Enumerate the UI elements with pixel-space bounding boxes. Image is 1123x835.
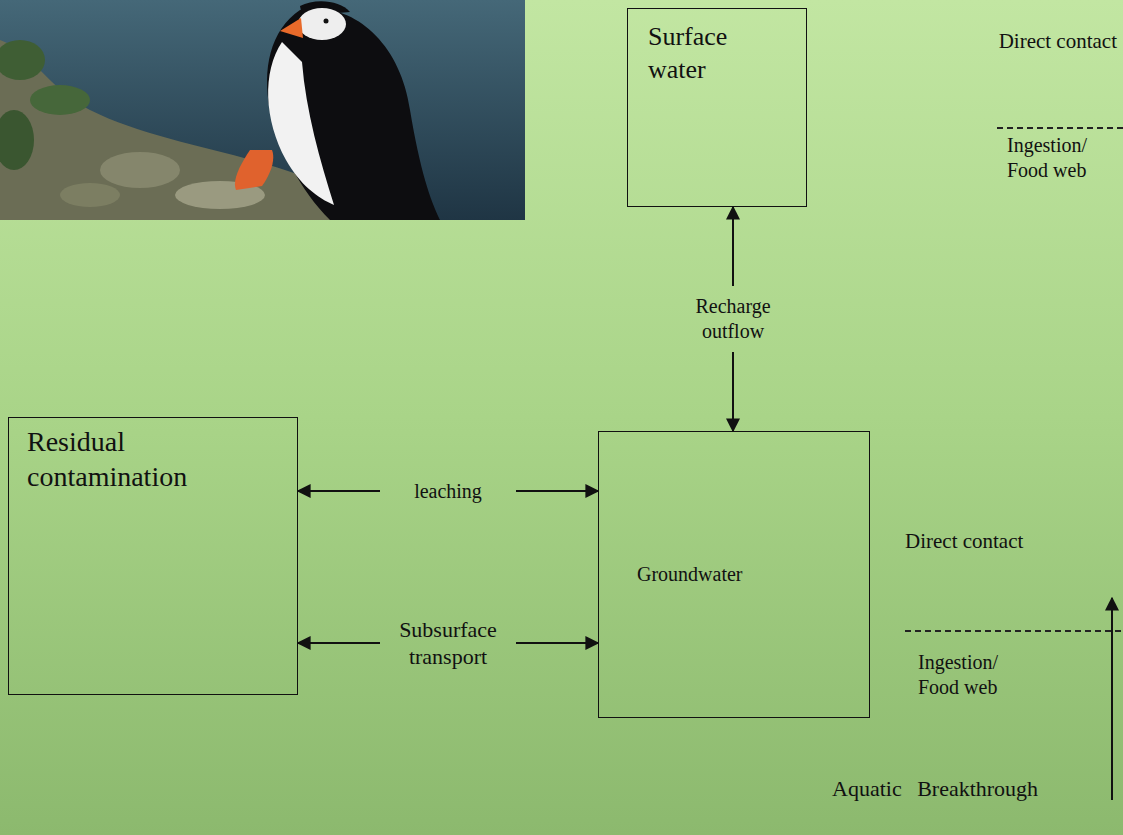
puffin-belly xyxy=(268,42,334,205)
puffin-photo xyxy=(0,0,525,220)
puffin-body xyxy=(267,8,440,220)
breakthrough-arrow xyxy=(1111,598,1113,800)
edge-label: Subsurface transport xyxy=(388,616,508,671)
puffin-foot xyxy=(235,150,273,190)
moss xyxy=(0,40,45,80)
annotation-label: Aquatic Breakthrough xyxy=(832,775,1038,803)
lichen xyxy=(60,183,120,207)
box-label: Groundwater xyxy=(637,562,743,587)
water-box: Surface water xyxy=(627,8,807,207)
moss xyxy=(30,85,90,115)
puffin-eye xyxy=(324,19,329,24)
source-box: Residual contamination xyxy=(8,417,298,695)
annotation-label: Direct contact xyxy=(905,528,1023,554)
puffin-bill xyxy=(280,18,303,38)
box-label: Residual contamination xyxy=(27,424,257,494)
puffin-face xyxy=(298,8,346,40)
flow-arrow xyxy=(732,207,734,431)
dashed-divider xyxy=(997,127,1123,129)
edge-label: leaching xyxy=(388,479,508,504)
annotation-label: Ingestion/ Food web xyxy=(1007,133,1117,183)
photo-background xyxy=(0,0,525,220)
box-label: Surface water xyxy=(648,21,758,86)
moss xyxy=(0,110,34,170)
flow-arrow xyxy=(298,642,598,644)
annotation-label: Direct contact xyxy=(999,28,1117,54)
water-box: Groundwater xyxy=(598,431,870,718)
lichen xyxy=(100,152,180,188)
edge-label: Recharge outflow xyxy=(683,294,783,344)
annotation-label: Ingestion/ Food web xyxy=(918,650,1028,700)
dashed-divider xyxy=(905,630,1123,632)
